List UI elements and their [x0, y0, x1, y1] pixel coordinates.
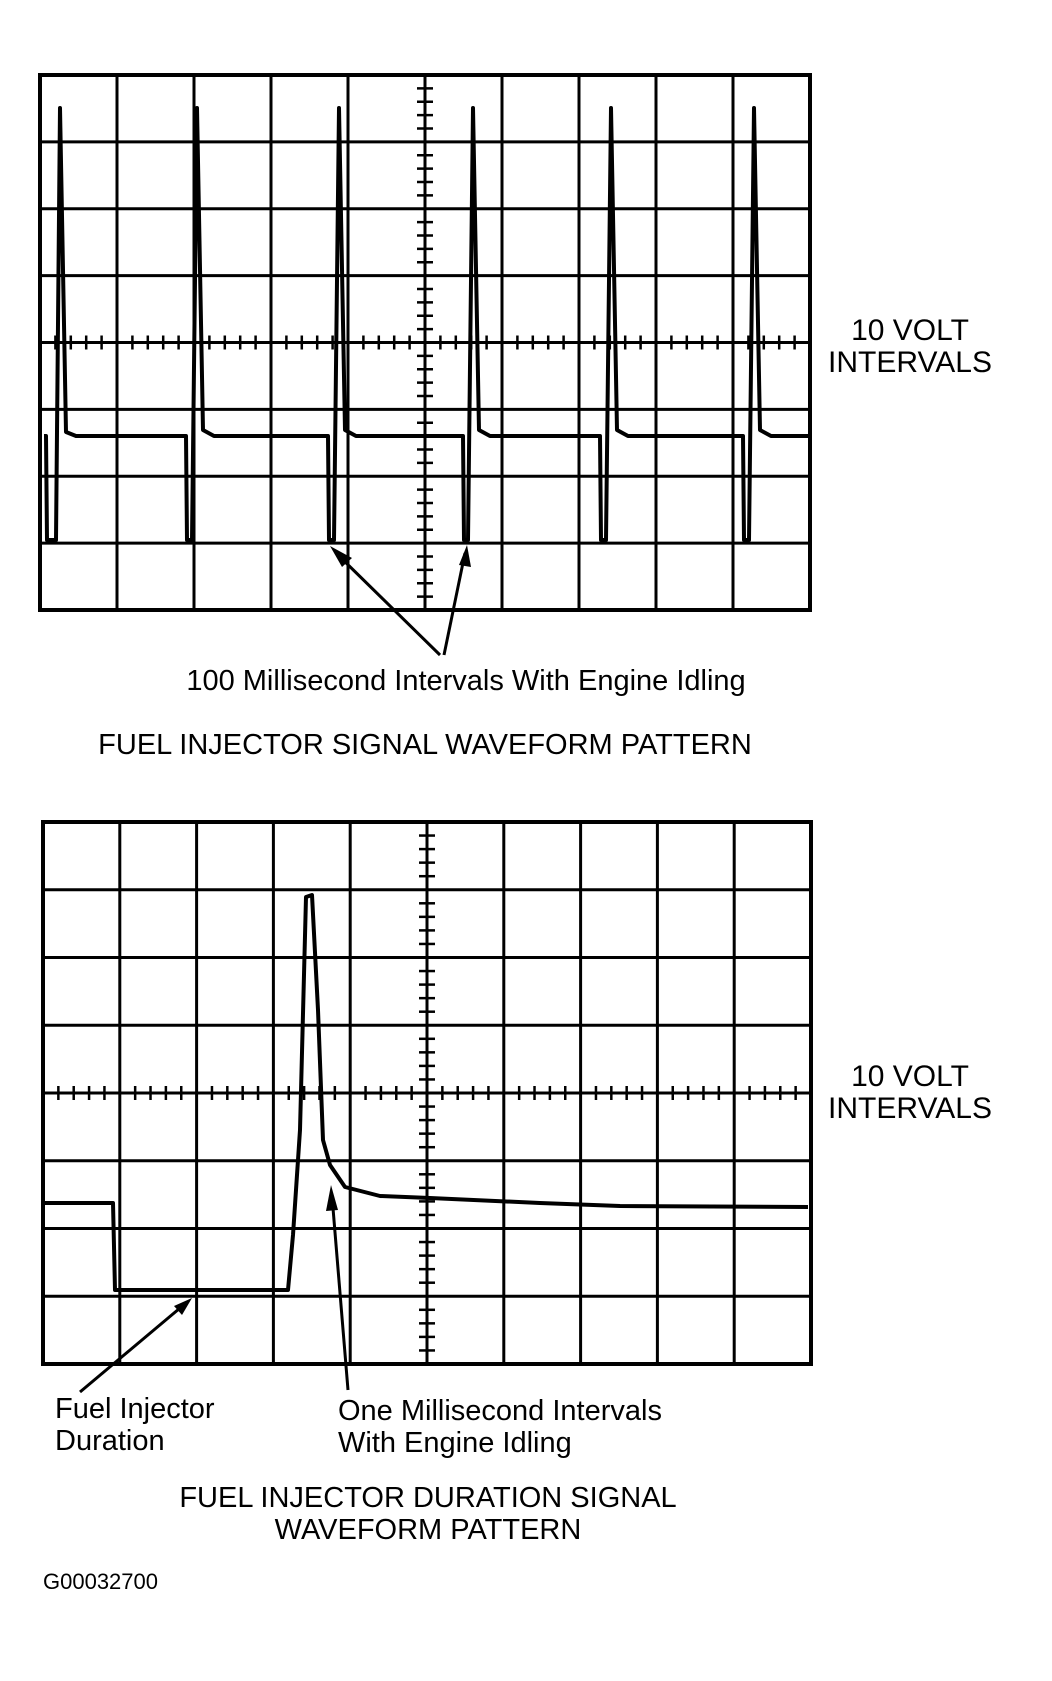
scope-2-arrow-right: [330, 1195, 350, 1391]
scope-1-volt-label-line1: 10 VOLT: [851, 314, 969, 347]
scope-1-grid: [40, 75, 810, 610]
scope-2-arrowheads: [174, 1185, 338, 1315]
scope-2-frame: [41, 820, 813, 1366]
scope-1-oscilloscope: [38, 73, 812, 612]
scope-2-left-callout-line2: Duration: [55, 1425, 165, 1457]
scope-2-arrowhead-right: [326, 1185, 338, 1211]
scope-1-title: FUEL INJECTOR SIGNAL WAVEFORM PATTERN: [98, 729, 752, 761]
scope-2-title-line1: FUEL INJECTOR DURATION SIGNAL: [179, 1482, 676, 1514]
scope-2-oscilloscope: [41, 820, 813, 1366]
scope-2-right-callout-line2: With Engine Idling: [338, 1427, 572, 1459]
scope-2-volt-label-line1: 10 VOLT: [851, 1060, 969, 1093]
scope-1-frame: [38, 73, 812, 612]
scope-1-arrow-left: [334, 551, 442, 657]
scope-2-title-line2: WAVEFORM PATTERN: [275, 1514, 582, 1546]
figure-id: G00032700: [43, 1569, 158, 1594]
scope-1-arrowheads: [330, 545, 471, 567]
scope-1-callout-arrows: [334, 551, 467, 657]
scope-2-arrowhead-left: [174, 1298, 192, 1315]
scope-2-right-callout-line1: One Millisecond Intervals: [338, 1395, 662, 1427]
scope-2-arrow-left: [79, 1301, 187, 1394]
scope-1-arrowhead-right: [459, 545, 471, 567]
scope-1-arrow-right: [442, 552, 467, 656]
scope-2-grid: [43, 822, 811, 1364]
scope-1-waveform-trace: [44, 106, 808, 542]
scope-1-volt-label-line2: INTERVALS: [828, 346, 992, 379]
scope-2-volt-label-line2: INTERVALS: [828, 1092, 992, 1125]
scope-1-callout-text: 100 Millisecond Intervals With Engine Id…: [186, 665, 745, 697]
scope-1-arrowhead-left: [330, 546, 352, 567]
scope-2-left-callout-line1: Fuel Injector: [55, 1393, 215, 1425]
scope-2-callout-arrows: [79, 1195, 350, 1394]
scope-2-waveform-trace: [45, 893, 809, 1292]
